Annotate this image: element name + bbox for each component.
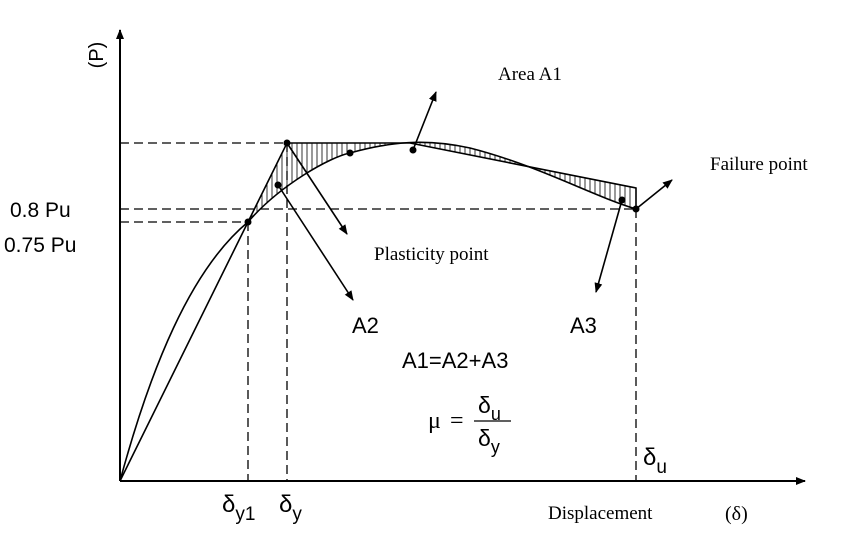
arrow-a3	[594, 199, 623, 293]
ductility-formula: μ = δu δy	[428, 392, 511, 457]
label-a2: A2	[352, 313, 379, 338]
hatch-area-a1	[354, 142, 631, 208]
bilinear-idealization	[119, 142, 637, 482]
equation-a1: A1=A2+A3	[402, 348, 508, 373]
x-axis-symbol: (δ)	[725, 503, 748, 525]
label-area-a1: Area A1	[498, 64, 562, 85]
arrow-a2	[277, 184, 354, 301]
label-delta-y1: δy1	[222, 491, 255, 525]
label-a3: A3	[570, 313, 597, 338]
arrow-area-a1	[412, 91, 437, 151]
formula-denominator: δy	[478, 425, 500, 457]
hatched-areas	[251, 142, 631, 218]
point-0.75pu	[244, 218, 252, 226]
arrow-failure-point	[635, 179, 673, 210]
label-delta-y: δy	[279, 491, 302, 525]
load-displacement-curve	[119, 141, 637, 482]
x-axis-label: Displacement	[548, 503, 653, 524]
y-axis-label: (P)	[86, 42, 108, 69]
label-delta-u: δu	[643, 444, 667, 478]
hatch-area-a2	[251, 143, 348, 218]
formula-numerator: δu	[478, 392, 501, 424]
label-failure-point: Failure point	[710, 154, 808, 175]
label-0.75pu: 0.75 Pu	[4, 234, 76, 257]
label-0.8pu: 0.8 Pu	[10, 199, 71, 222]
label-plasticity-point: Plasticity point	[374, 244, 489, 265]
arrow-plasticity-point	[286, 142, 348, 235]
point-intersection	[346, 149, 354, 157]
formula-mu: μ	[428, 408, 441, 434]
formula-equals: =	[450, 408, 464, 434]
